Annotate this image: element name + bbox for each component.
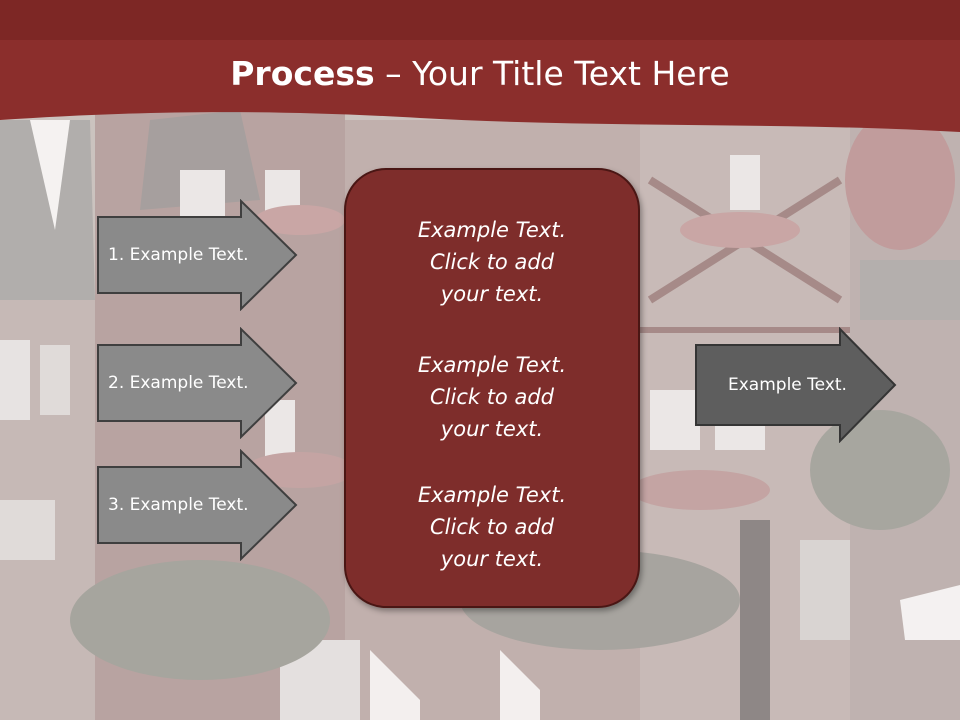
paragraph-2-line-1: Example Text. bbox=[417, 353, 567, 377]
left-arrow-1[interactable]: 1. Example Text. bbox=[96, 199, 300, 311]
paragraph-3-line-3: your text. bbox=[440, 547, 544, 571]
paragraph-2-line-3: your text. bbox=[440, 417, 544, 441]
paragraph-2-line-2: Click to add bbox=[429, 385, 554, 409]
center-paragraph-1: Example Text. Click to add your text. bbox=[346, 214, 638, 310]
center-paragraph-2: Example Text. Click to add your text. bbox=[346, 349, 638, 445]
left-arrow-label-1: 1. Example Text. bbox=[108, 245, 249, 265]
arrow-shape-1 bbox=[97, 199, 298, 311]
left-arrow-label-3: 3. Example Text. bbox=[108, 495, 249, 515]
arrow-shape-3 bbox=[97, 449, 298, 561]
left-arrow-2[interactable]: 2. Example Text. bbox=[96, 327, 300, 439]
paragraph-1-line-2: Click to add bbox=[429, 250, 554, 274]
arrow-shape-2 bbox=[97, 327, 298, 439]
title-bold: Process bbox=[230, 54, 375, 93]
left-arrow-3[interactable]: 3. Example Text. bbox=[96, 449, 300, 561]
paragraph-1-line-1: Example Text. bbox=[417, 218, 567, 242]
right-arrow-label: Example Text. bbox=[728, 375, 847, 395]
paragraph-1-line-3: your text. bbox=[440, 282, 544, 306]
center-text-box[interactable]: Example Text. Click to add your text. Ex… bbox=[344, 168, 640, 608]
center-paragraph-3: Example Text. Click to add your text. bbox=[346, 479, 638, 575]
title-rest: – Your Title Text Here bbox=[374, 54, 730, 93]
left-arrow-label-2: 2. Example Text. bbox=[108, 373, 249, 393]
paragraph-3-line-1: Example Text. bbox=[417, 483, 567, 507]
right-arrow-shape bbox=[695, 327, 897, 443]
paragraph-3-line-2: Click to add bbox=[429, 515, 554, 539]
right-arrow[interactable]: Example Text. bbox=[694, 327, 898, 443]
slide-title[interactable]: Process – Your Title Text Here bbox=[0, 52, 960, 96]
